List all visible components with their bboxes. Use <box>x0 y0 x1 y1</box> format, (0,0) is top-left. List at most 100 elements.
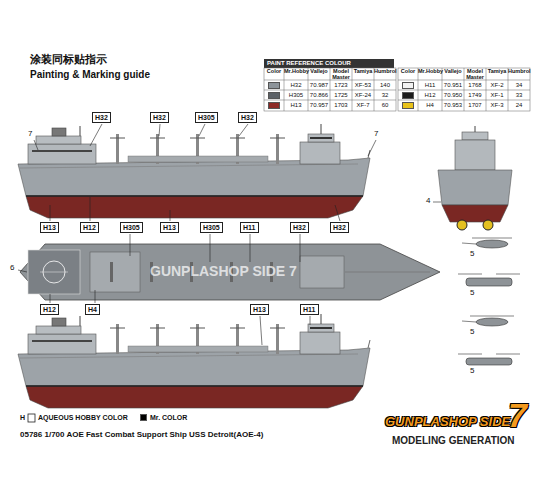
callout-number: 7 <box>28 130 32 138</box>
callout-box: H12 <box>40 304 59 315</box>
table-cell: 60 <box>374 102 396 108</box>
table-cell: 70.987 <box>308 82 330 88</box>
paint-code: H32 <box>293 223 306 232</box>
color-swatch <box>402 82 414 89</box>
callout-box: H11 <box>300 304 319 315</box>
paint-code: H13 <box>253 305 266 314</box>
callout-box: H32 <box>330 222 349 233</box>
paint-code: H12 <box>43 305 56 314</box>
callout-box: H32 <box>92 112 111 123</box>
paint-code: H12 <box>83 223 96 232</box>
guide-title: Painting & Marking guide <box>30 70 150 81</box>
column-header: Color <box>264 69 284 75</box>
table-cell: XF-1 <box>486 92 508 98</box>
callout-box: H13 <box>40 222 59 233</box>
paint-code: H13 <box>163 223 176 232</box>
column-header: Tamiya <box>486 69 508 75</box>
table-cell: XF-3 <box>486 102 508 108</box>
legend-text: AQUEOUS HOBBY COLOR <box>38 414 128 421</box>
table-cell: 1703 <box>330 102 352 108</box>
logo-text: GUNPLASHOP SIDE <box>385 415 510 429</box>
table-cell: 70.953 <box>442 102 464 108</box>
table-cell: 32 <box>374 92 396 98</box>
color-swatch <box>268 82 280 89</box>
callout-number: 7 <box>374 130 378 138</box>
table-cell: XF-53 <box>352 82 374 88</box>
legend-text: H32 <box>284 82 308 88</box>
legend-text: H12 <box>418 92 442 98</box>
column-header: Humbrol <box>374 69 396 75</box>
callout-number: 5 <box>470 289 474 297</box>
paint-code: H32 <box>153 113 166 122</box>
callout-number: 4 <box>426 197 430 205</box>
table-title: PAINT REFERENCE COLOUR <box>267 60 351 66</box>
callout-box: H305 <box>195 112 218 123</box>
paint-code: H13 <box>43 223 56 232</box>
table-cell: 1725 <box>330 92 352 98</box>
callout-box: H12 <box>80 222 99 233</box>
column-header: Model Master <box>330 69 352 81</box>
color-swatch <box>402 102 414 109</box>
table-cell: 70.950 <box>442 92 464 98</box>
paint-code: H32 <box>95 113 108 122</box>
table-cell: 70.957 <box>308 102 330 108</box>
table-cell: XF-7 <box>352 102 374 108</box>
paint-code: H305 <box>203 223 220 232</box>
legend-text: H13 <box>284 102 308 108</box>
callout-box: H4 <box>85 304 100 315</box>
callout-box: H305 <box>120 222 143 233</box>
column-header: Model Master <box>464 69 486 81</box>
legend-text: H11 <box>418 82 442 88</box>
color-swatch <box>402 92 414 99</box>
column-header: Mr.Hobby <box>418 69 442 75</box>
paint-code: H11 <box>303 305 316 314</box>
logo-subtitle: MODELING GENERATION <box>392 436 515 447</box>
paint-code: H4 <box>88 305 97 314</box>
callout-box: H13 <box>160 222 179 233</box>
callout-number: 5 <box>470 367 474 375</box>
table-cell: 1768 <box>464 82 486 88</box>
paint-code: H305 <box>123 223 140 232</box>
callout-box: H13 <box>250 304 269 315</box>
table-cell: 1723 <box>330 82 352 88</box>
paint-code: H32 <box>333 223 346 232</box>
table-cell: 1749 <box>464 92 486 98</box>
callout-box: H32 <box>238 112 257 123</box>
table-cell: XF-2 <box>486 82 508 88</box>
column-header: Humbrol <box>508 69 530 75</box>
legend-mark: H <box>20 414 25 421</box>
color-swatch <box>268 102 280 109</box>
color-swatch <box>140 414 147 421</box>
legend-text: H305 <box>284 92 308 98</box>
callout-box: H32 <box>290 222 309 233</box>
paint-code: H32 <box>241 113 254 122</box>
table-cell: 33 <box>508 92 530 98</box>
table-cell: 34 <box>508 82 530 88</box>
watermark: GUNPLASHOP SIDE 7 <box>150 264 297 279</box>
callout-number: 5 <box>470 250 474 258</box>
kit-caption: 05786 1/700 AOE Fast Combat Support Ship… <box>20 431 263 439</box>
column-header: Color <box>398 69 418 75</box>
chinese-title: 涂装同标贴指示 <box>30 54 107 66</box>
column-header: Vallejo <box>308 69 330 75</box>
legend-text: H4 <box>418 102 442 108</box>
column-header: Mr.Hobby <box>284 69 308 75</box>
column-header: Vallejo <box>442 69 464 75</box>
color-swatch <box>268 92 280 99</box>
paint-code: H11 <box>243 223 256 232</box>
logo-number: 7 <box>508 398 527 434</box>
table-cell: 70.866 <box>308 92 330 98</box>
legend-text: Mr. COLOR <box>150 414 187 421</box>
paint-code: H305 <box>198 113 215 122</box>
callout-box: H11 <box>240 222 259 233</box>
callout-number: 5 <box>470 328 474 336</box>
table-cell: 1707 <box>464 102 486 108</box>
table-cell: XF-24 <box>352 92 374 98</box>
column-header: Tamiya <box>352 69 374 75</box>
table-cell: 70.951 <box>442 82 464 88</box>
table-cell: 140 <box>374 82 396 88</box>
callout-number: 6 <box>10 264 14 272</box>
table-cell: 24 <box>508 102 530 108</box>
callout-box: H32 <box>150 112 169 123</box>
callout-box: H305 <box>200 222 223 233</box>
